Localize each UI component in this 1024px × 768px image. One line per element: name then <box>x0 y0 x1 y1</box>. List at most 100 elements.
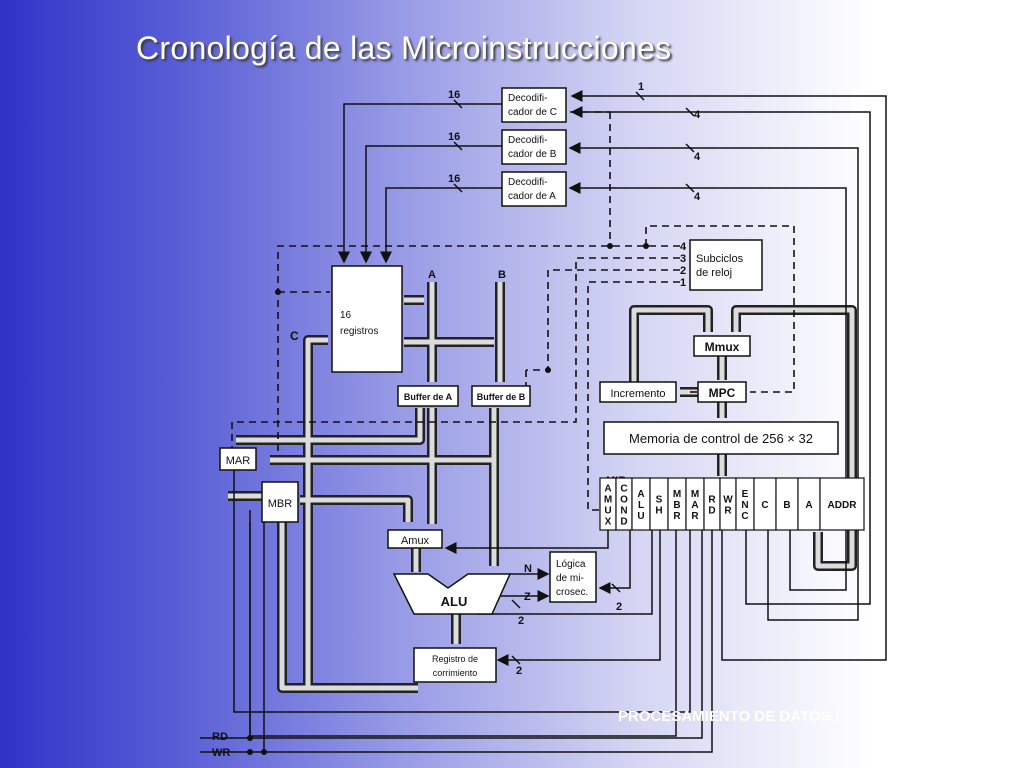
svg-text:Buffer de A: Buffer de A <box>404 392 453 402</box>
mir-field-letter: E <box>742 489 749 500</box>
mpc: MPC <box>697 381 747 403</box>
svg-text:4: 4 <box>694 191 701 203</box>
mir-field-6: RD <box>703 477 721 531</box>
flag-z-label: Z <box>524 591 531 603</box>
mir-field-5: MAR <box>685 477 705 531</box>
control-lines <box>200 90 887 753</box>
amux: Amux <box>387 529 443 549</box>
mir-field-letter: O <box>620 495 628 506</box>
mir-field-letter: X <box>605 517 612 528</box>
svg-text:4: 4 <box>694 109 701 121</box>
mir-field-8: ENC <box>735 477 755 531</box>
svg-text:de mi-: de mi- <box>556 573 584 584</box>
svg-text:4: 4 <box>680 241 687 253</box>
mir-field-letter: A <box>691 500 698 511</box>
svg-text:Lógica: Lógica <box>556 559 586 570</box>
rd-label: RD <box>212 731 228 743</box>
mar: MAR <box>219 447 257 471</box>
svg-text:1: 1 <box>680 277 686 289</box>
svg-text:1: 1 <box>638 81 644 93</box>
mir-field-letter: A <box>805 500 812 511</box>
svg-text:de reloj: de reloj <box>696 267 732 279</box>
mbr: MBR <box>261 481 299 523</box>
svg-text:Mmux: Mmux <box>705 340 740 354</box>
mir-field-4: MBR <box>667 477 687 531</box>
svg-text:Subciclos: Subciclos <box>696 253 744 265</box>
mir-field-letter: M <box>604 495 612 506</box>
svg-text:MBR: MBR <box>268 498 293 510</box>
mir-field-letter: R <box>724 506 732 517</box>
buffer-a: Buffer de A <box>397 385 459 407</box>
bus-a-label: A <box>428 269 436 281</box>
mir-field-letter: A <box>604 484 611 495</box>
flag-n-label: N <box>524 563 532 575</box>
svg-text:cador de B: cador de B <box>508 149 557 160</box>
mir-field-7: WR <box>719 477 737 531</box>
junction-dots <box>247 243 649 755</box>
svg-text:MPC: MPC <box>709 386 736 400</box>
mir-field-letter: A <box>637 489 644 500</box>
mir-field-letter: N <box>620 506 627 517</box>
svg-text:MAR: MAR <box>226 455 251 467</box>
control-memory: Memoria de control de 256 × 32 <box>603 421 839 455</box>
clock-subcycles: Subciclos de reloj 4 3 2 1 <box>680 239 763 291</box>
svg-text:Memoria de control de 256 × 32: Memoria de control de 256 × 32 <box>629 431 813 446</box>
svg-text:3: 3 <box>680 253 686 265</box>
decoder-a: Decodifi- cador de A <box>501 171 567 207</box>
mir-field-letter: H <box>655 506 662 517</box>
mir-field-letter: D <box>620 517 627 528</box>
mir-field-3: SH <box>649 477 669 531</box>
clock-lines <box>231 111 795 511</box>
mir-field-letter: ADDR <box>828 500 858 511</box>
shift-register: Registro de corrimiento <box>413 647 497 683</box>
svg-text:Incremento: Incremento <box>610 388 665 400</box>
mir-field-letter: R <box>691 511 699 522</box>
svg-text:Amux: Amux <box>401 535 430 547</box>
svg-text:2: 2 <box>518 615 524 627</box>
svg-text:cador de C: cador de C <box>508 107 557 118</box>
slide-title: Cronología de las Microinstrucciones <box>136 30 672 66</box>
svg-text:16: 16 <box>448 173 460 185</box>
mir-field-9: C <box>753 477 777 531</box>
bus-b-label: B <box>498 269 506 281</box>
svg-text:Decodifi-: Decodifi- <box>508 135 547 146</box>
mir-field-12: ADDR <box>819 477 865 531</box>
svg-text:2: 2 <box>680 265 686 277</box>
mir-field-letter: M <box>673 489 681 500</box>
bus-width-labels: 16 16 16 4 4 4 1 2 2 2 <box>448 81 701 677</box>
svg-text:crosec.: crosec. <box>556 587 588 598</box>
mmux: Mmux <box>693 335 751 357</box>
mir-field-2: ALU <box>631 477 651 531</box>
mir-field-letter: R <box>708 495 716 506</box>
mir-field-letter: C <box>741 511 748 522</box>
decoder-b: Decodifi- cador de B <box>501 129 567 165</box>
svg-text:16: 16 <box>448 89 460 101</box>
svg-text:4: 4 <box>694 151 701 163</box>
svg-text:Decodifi-: Decodifi- <box>508 93 547 104</box>
mir-field-letter: U <box>604 506 611 517</box>
mir-field-letter: L <box>638 500 644 511</box>
decoder-c: Decodifi- cador de C <box>501 87 567 123</box>
alu: ALU <box>392 573 512 615</box>
svg-text:16: 16 <box>448 131 460 143</box>
mir-field-letter: D <box>708 506 715 517</box>
mir-field-10: B <box>775 477 799 531</box>
mir-field-letter: R <box>673 511 681 522</box>
data-buses <box>228 282 857 693</box>
register-c-label: C <box>290 329 299 343</box>
svg-text:registros: registros <box>340 326 378 337</box>
increment: Incremento <box>599 381 677 403</box>
mir-field-letter: U <box>637 511 644 522</box>
svg-text:cador de A: cador de A <box>508 191 556 202</box>
wr-label: WR <box>212 747 230 759</box>
register-file: 16 registros <box>331 265 403 373</box>
mir-field-letter: N <box>741 500 748 511</box>
mir-field-11: A <box>797 477 821 531</box>
svg-text:2: 2 <box>516 665 522 677</box>
svg-text:Decodifi-: Decodifi- <box>508 177 547 188</box>
mir-field-letter: S <box>656 495 663 506</box>
